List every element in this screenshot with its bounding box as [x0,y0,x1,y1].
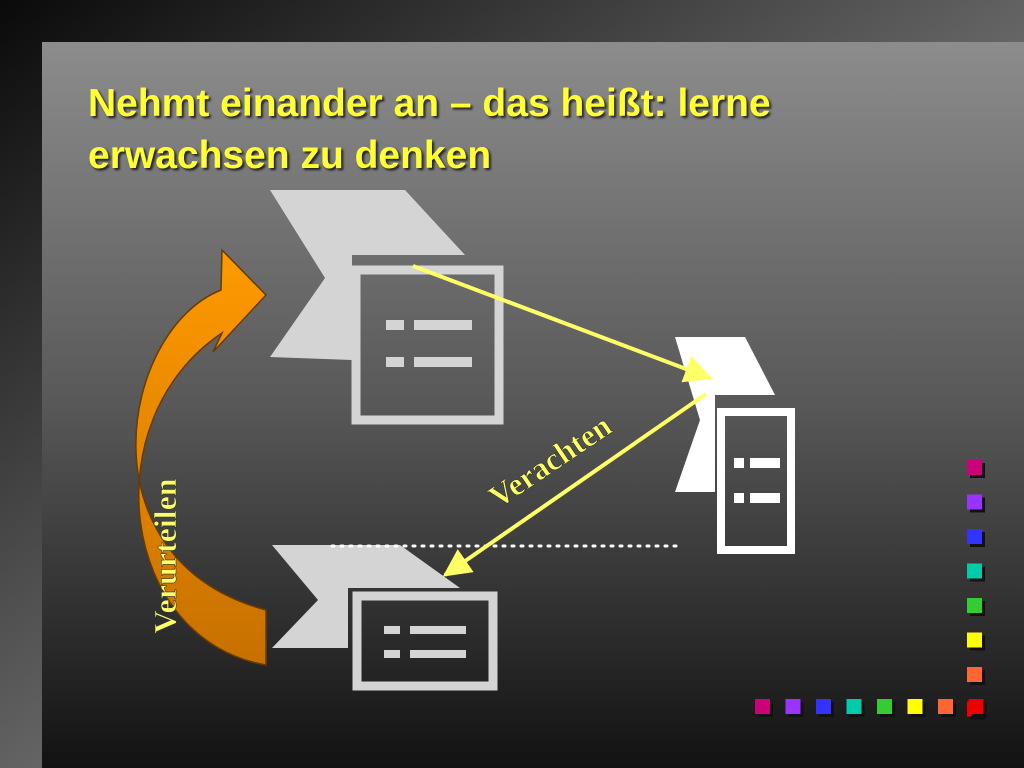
curved-arrow-icon [135,248,268,666]
decorative-square [785,699,801,714]
decorative-squares-horizontal [755,699,987,717]
figure-bottom-chevron [272,545,460,648]
decorative-square [877,699,892,714]
decorative-square [968,699,984,714]
decorative-square [967,598,982,613]
decorative-square [967,667,982,682]
decorative-square [846,699,862,714]
figure-bottom [272,545,498,691]
label-verurteilen: Verurteilen [147,478,183,633]
content-panel [42,42,1024,768]
arrow-top-to-right [412,264,713,383]
decorative-square [967,460,982,475]
decorative-square [938,699,953,714]
arrow-right-to-bottom [442,392,708,577]
decorative-square [816,699,831,714]
slide-title: Nehmt einander an – das heißt: lerne erw… [88,78,968,182]
document-list-icon [717,408,795,554]
decorative-square [907,699,923,714]
document-list-icon [352,591,498,691]
decorative-square [755,699,770,714]
decorative-square [967,563,982,579]
figure-top-chevron [270,190,465,360]
title-line-1: Nehmt einander an – das heißt: lerne [88,82,771,125]
title-line-2: erwachsen zu denken [88,134,492,177]
decorative-square [967,529,982,544]
decorative-square [967,632,982,648]
decorative-square [967,494,982,510]
